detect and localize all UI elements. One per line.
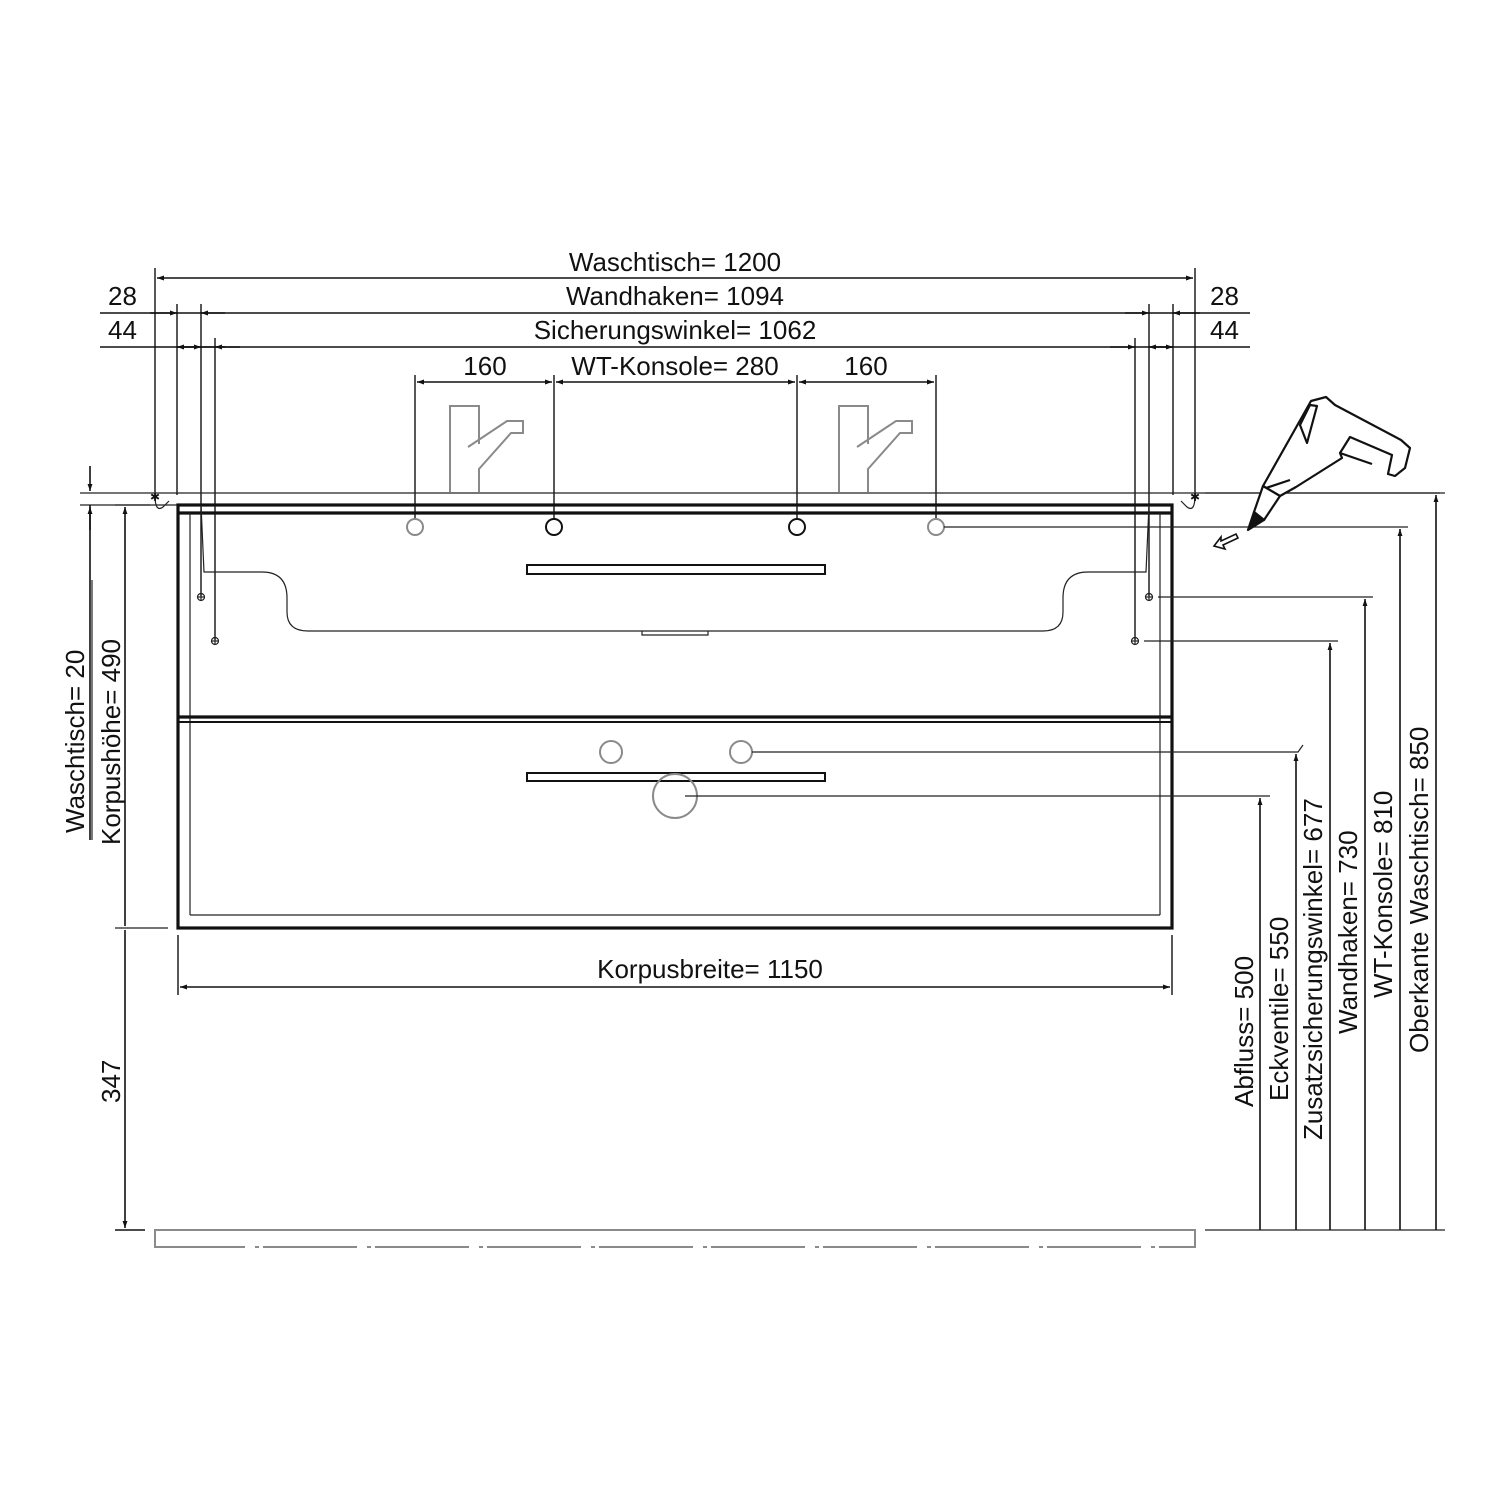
dim-label-wandhaken: Wandhaken= 1094 xyxy=(566,281,784,311)
dim-label-wandhaken-height: Wandhaken= 730 xyxy=(1333,830,1363,1034)
dim-label-waschtisch-thickness: Waschtisch= 20 xyxy=(60,650,90,833)
wall-anchor-right-icon: ✱ xyxy=(1190,490,1200,504)
faucet-left xyxy=(449,405,524,492)
dim-label-left-28: 28 xyxy=(108,281,137,311)
hole-console-outer-left xyxy=(406,518,424,536)
dimension-sicherungswinkel-width: Sicherungswinkel= 1062 44 44 xyxy=(100,304,1250,640)
dim-label-zusatzsicherungswinkel: Zusatzsicherungswinkel= 677 xyxy=(1298,798,1328,1140)
dim-label-sicherungswinkel: Sicherungswinkel= 1062 xyxy=(534,315,817,345)
dim-label-eckventile: Eckventile= 550 xyxy=(1264,917,1294,1101)
dimension-wt-konsole: 160 WT-Konsole= 280 160 xyxy=(414,351,937,519)
upper-drawer-handle xyxy=(526,564,826,575)
dim-label-right-28: 28 xyxy=(1210,281,1239,311)
dim-label-left-44: 44 xyxy=(108,315,137,345)
wall-anchor-left-icon: ✱ xyxy=(150,490,160,504)
dimension-wandhaken-width: Wandhaken= 1094 28 28 xyxy=(100,281,1250,495)
drill-direction-arrow-icon xyxy=(1212,532,1240,551)
dimension-korpusbreite: Korpusbreite= 1150 xyxy=(177,935,1173,995)
right-vertical-dimensions: Abfluss= 500 Eckventile= 550 Zusatzsiche… xyxy=(1229,495,1439,1230)
floor-line xyxy=(115,1229,1196,1249)
dim-label-korpushoehe: Korpushöhe= 490 xyxy=(96,639,126,845)
left-vertical-dimensions: Waschtisch= 20 Korpushöhe= 490 347 xyxy=(60,466,168,1228)
right-leader-lines xyxy=(685,492,1445,1231)
dimension-waschtisch-width: Waschtisch= 1200 xyxy=(154,247,1196,492)
upper-drawer xyxy=(178,504,1172,723)
dim-label-wt-konsole-height: WT-Konsole= 810 xyxy=(1368,791,1398,998)
eckventil-left xyxy=(599,740,623,764)
dim-label-abfluss: Abfluss= 500 xyxy=(1229,956,1259,1107)
hole-console-outer-right xyxy=(927,518,945,536)
dim-label-160-right: 160 xyxy=(844,351,887,381)
faucet-right xyxy=(838,405,913,492)
wall-hook-screws xyxy=(196,592,1154,646)
dim-label-right-44: 44 xyxy=(1210,315,1239,345)
dim-label-wt-konsole: WT-Konsole= 280 xyxy=(571,351,778,381)
dim-label-oberkante-waschtisch: Oberkante Waschtisch= 850 xyxy=(1404,727,1434,1053)
dim-label-korpusbreite: Korpusbreite= 1150 xyxy=(597,954,823,984)
lower-drawer xyxy=(526,740,826,819)
dim-label-waschtisch: Waschtisch= 1200 xyxy=(569,247,781,277)
hole-console-inner-right xyxy=(788,518,806,536)
drill-icon xyxy=(1246,395,1412,532)
hole-console-inner-left xyxy=(545,518,563,536)
lower-drawer-handle xyxy=(526,772,826,782)
dim-label-160-left: 160 xyxy=(463,351,506,381)
eckventil-right xyxy=(729,740,753,764)
dim-label-floor-gap: 347 xyxy=(96,1060,126,1103)
